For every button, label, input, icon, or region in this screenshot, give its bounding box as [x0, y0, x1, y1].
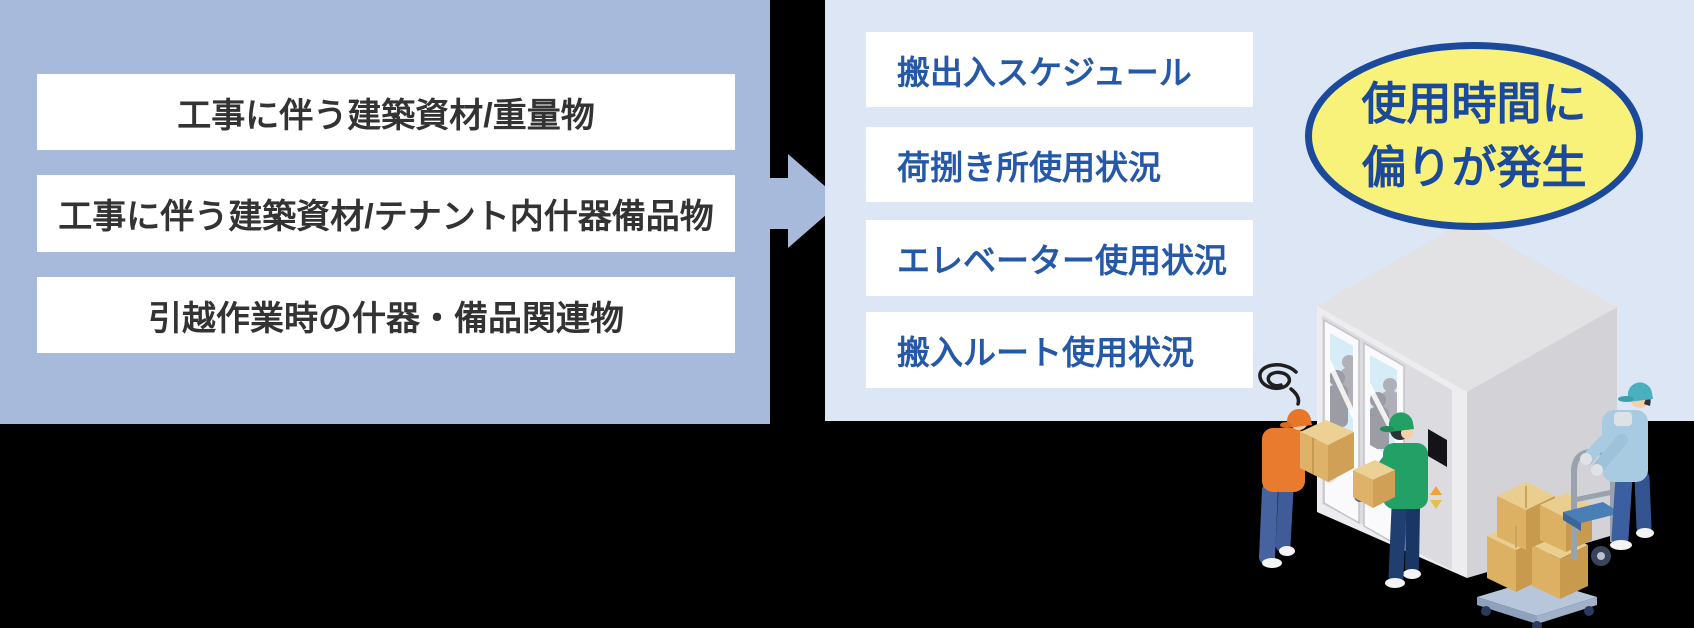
- up-arrow-icon: [1430, 486, 1442, 495]
- left-item-label: 工事に伴う建築資材/テナント内什器備品物: [58, 198, 714, 236]
- right-item-box: 搬入ルート使用状況: [866, 312, 1253, 388]
- left-panel: 工事に伴う建築資材/重量物 工事に伴う建築資材/テナント内什器備品物 引越作業時…: [0, 0, 770, 424]
- down-arrow-icon: [1430, 500, 1442, 509]
- right-item-label: エレベーター使用状況: [897, 242, 1227, 279]
- right-item-box: 搬出入スケジュール: [866, 32, 1253, 107]
- right-item-box: エレベーター使用状況: [866, 220, 1253, 296]
- right-item-box: 荷捌き所使用状況: [866, 127, 1253, 202]
- callout-line: 使用時間に: [1361, 78, 1587, 130]
- elevator-loading-illustration: [1258, 221, 1654, 628]
- callout-ellipse: 使用時間に 偏りが発生: [1305, 42, 1643, 230]
- worker-orange: [1259, 408, 1354, 568]
- right-item-label: 搬入ルート使用状況: [897, 334, 1194, 371]
- callout-line: 偏りが発生: [1361, 142, 1587, 193]
- flow-arrow-right-icon: [750, 154, 842, 248]
- dizzy-squiggle-icon: [1258, 363, 1301, 406]
- left-item-box: 工事に伴う建築資材/重量物: [37, 74, 735, 150]
- left-item-label: 工事に伴う建築資材/重量物: [177, 96, 595, 135]
- right-item-label: 搬出入スケジュール: [897, 53, 1192, 91]
- right-item-label: 荷捌き所使用状況: [897, 148, 1161, 186]
- left-item-label: 引越作業時の什器・備品関連物: [148, 299, 624, 338]
- left-item-box: 工事に伴う建築資材/テナント内什器備品物: [37, 175, 735, 252]
- worker-blue: [1580, 382, 1654, 550]
- left-item-box: 引越作業時の什器・備品関連物: [37, 277, 735, 353]
- elevator-display: [1428, 429, 1447, 467]
- worker-green: [1353, 412, 1428, 588]
- window-silhouettes: [1330, 354, 1353, 427]
